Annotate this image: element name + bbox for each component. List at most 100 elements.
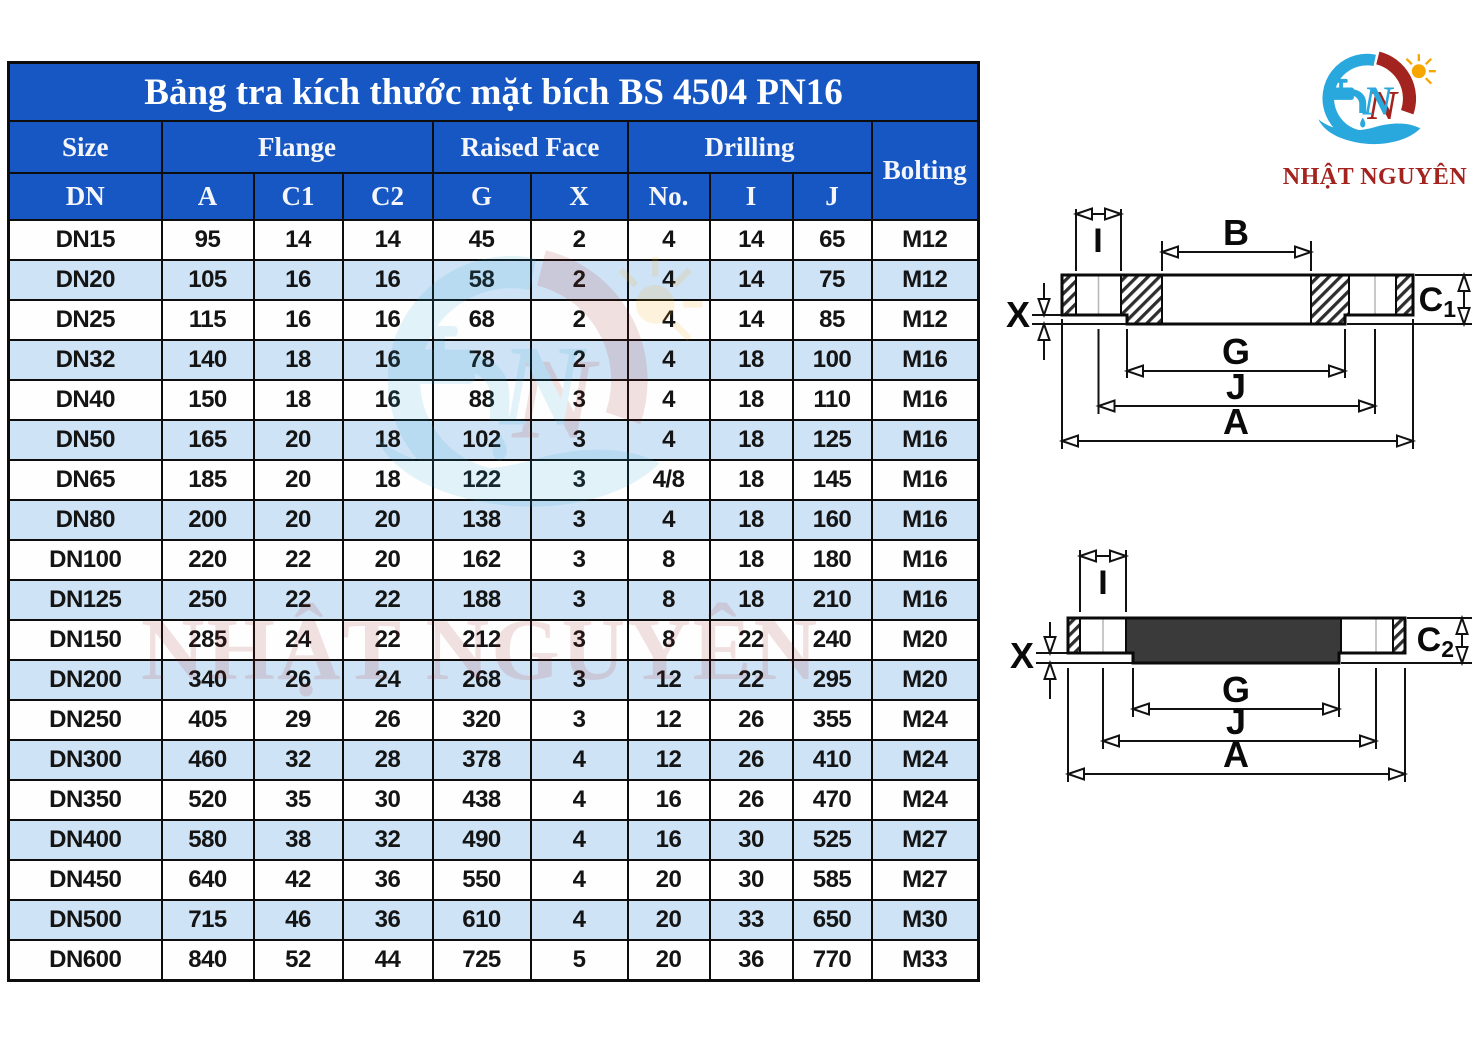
dimension-j: J — [1095, 329, 1379, 414]
dimension-a: A — [1058, 319, 1417, 449]
flange-section-hatch — [1396, 275, 1413, 315]
table-cell: 46 — [252, 899, 344, 941]
table-cell: 650 — [791, 899, 873, 941]
table-cell: 585 — [791, 859, 873, 901]
table-cell: M12 — [870, 299, 980, 341]
table-cell: 26 — [252, 659, 344, 701]
table-cell: 715 — [160, 899, 255, 941]
table-cell: DN40 — [7, 379, 163, 421]
table-cell: M16 — [870, 459, 980, 501]
table-cell: 38 — [252, 819, 344, 861]
table-cell: 355 — [791, 699, 873, 741]
column-header-g: G — [431, 172, 532, 221]
dimension-i: I — [1076, 549, 1130, 612]
table-cell: 2 — [529, 219, 629, 261]
flange-diagram-blind: I X C2 G — [1010, 549, 1472, 782]
dimension-label-i: I — [1098, 564, 1107, 602]
table-cell: 250 — [160, 579, 255, 621]
table-cell: M16 — [870, 419, 980, 461]
table-cell: 85 — [791, 299, 873, 341]
table-cell: 140 — [160, 339, 255, 381]
table-cell: 14 — [341, 219, 434, 261]
table-cell: 610 — [431, 899, 532, 941]
table-cell: 22 — [341, 579, 434, 621]
dimension-a: A — [1064, 668, 1409, 782]
dimension-label-c2: C2 — [1417, 621, 1454, 662]
table-cell: 24 — [341, 659, 434, 701]
table-cell: 32 — [341, 819, 434, 861]
table-cell: 18 — [708, 379, 794, 421]
table-cell: 4/8 — [626, 459, 711, 501]
table-cell: 65 — [791, 219, 873, 261]
table-cell: 4 — [529, 739, 629, 781]
table-cell: 460 — [160, 739, 255, 781]
table-cell: 210 — [791, 579, 873, 621]
table-cell: M16 — [870, 379, 980, 421]
dimension-g: G — [1123, 329, 1349, 378]
column-header-c2: C2 — [341, 172, 434, 221]
table-cell: DN400 — [7, 819, 163, 861]
column-header-raised-face: Raised Face — [431, 120, 629, 174]
table-cell: M16 — [870, 499, 980, 541]
company-name: NHẬT NGUYÊN — [1282, 164, 1468, 190]
table-cell: 20 — [626, 859, 711, 901]
table-cell: 20 — [341, 539, 434, 581]
table-cell: 4 — [626, 259, 711, 301]
table-cell: 162 — [431, 539, 532, 581]
table-cell: 36 — [341, 859, 434, 901]
table-cell: M20 — [870, 619, 980, 661]
table-cell: 18 — [708, 339, 794, 381]
dimension-label-x: X — [1010, 635, 1034, 676]
table-cell: 14 — [708, 219, 794, 261]
table-cell: 4 — [626, 379, 711, 421]
dimension-g: G — [1129, 668, 1343, 717]
table-cell: 4 — [626, 299, 711, 341]
table-cell: 3 — [529, 459, 629, 501]
table-cell: 16 — [341, 379, 434, 421]
table-cell: 3 — [529, 419, 629, 461]
table-cell: 340 — [160, 659, 255, 701]
table-cell: 188 — [431, 579, 532, 621]
column-header-dn: DN — [7, 172, 163, 221]
dimension-i: I — [1072, 207, 1125, 271]
table-cell: 150 — [160, 379, 255, 421]
table-cell: 24 — [252, 619, 344, 661]
table-cell: 18 — [252, 379, 344, 421]
table-cell: 30 — [341, 779, 434, 821]
table-cell: 22 — [252, 539, 344, 581]
blind-flange-solid-section — [1126, 618, 1341, 663]
column-header-size: Size — [7, 120, 163, 174]
table-cell: 20 — [626, 899, 711, 941]
table-cell: 22 — [708, 619, 794, 661]
dimension-label-j: J — [1226, 701, 1246, 742]
table-cell: 520 — [160, 779, 255, 821]
table-cell: DN450 — [7, 859, 163, 901]
table-cell: 200 — [160, 499, 255, 541]
dimension-c2: C2 — [1341, 614, 1472, 667]
table-cell: DN250 — [7, 699, 163, 741]
table-cell: 18 — [708, 539, 794, 581]
table-cell: 18 — [252, 339, 344, 381]
flange-body-outline — [1066, 616, 1407, 665]
table-cell: 125 — [791, 419, 873, 461]
dimension-label-b: B — [1223, 212, 1249, 253]
title-row: Bảng tra kích thước mặt bích BS 4504 PN1… — [7, 61, 980, 122]
table-cell: 3 — [529, 619, 629, 661]
table-cell: 18 — [708, 579, 794, 621]
table-cell: 52 — [252, 939, 344, 982]
table-cell: 8 — [626, 579, 711, 621]
table-cell: 29 — [252, 699, 344, 741]
table-cell: M27 — [870, 819, 980, 861]
table-cell: 8 — [626, 539, 711, 581]
